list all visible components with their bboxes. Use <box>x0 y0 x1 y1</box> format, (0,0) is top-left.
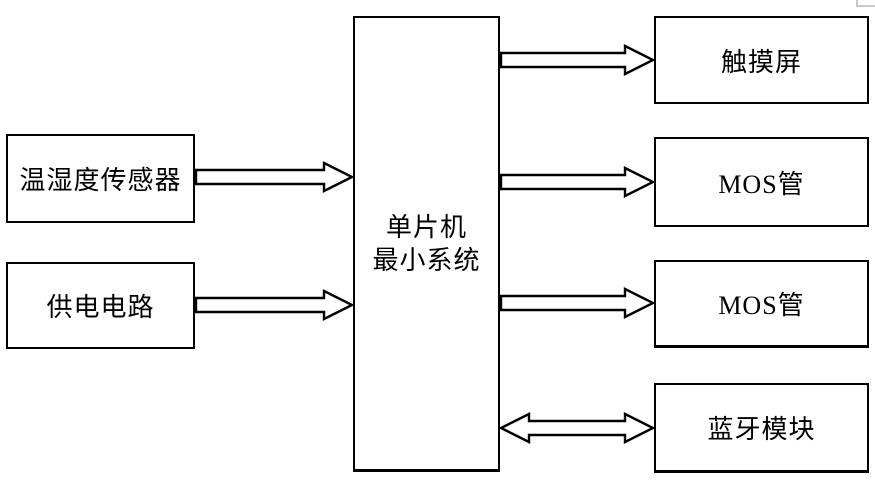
mcu-label-line-1: 单片机 <box>385 212 467 242</box>
node-mos-transistor-2: MOS管 <box>654 260 869 348</box>
node-mos-transistor-2-label: MOS管 <box>718 291 805 320</box>
arrow-mcu-to-touchscreen-icon <box>499 44 656 76</box>
arrow-power-to-mcu-icon <box>194 289 355 321</box>
node-power-supply-circuit-label: 供电电路 <box>46 293 155 322</box>
node-mcu-minimal-system-label: 单片机 最小系统 <box>372 211 480 277</box>
node-touchscreen-label: 触摸屏 <box>720 47 802 77</box>
node-bluetooth-module: 蓝牙模块 <box>654 383 869 473</box>
arrow-mcu-to-mos2-icon <box>499 287 656 319</box>
arrow-mcu-to-mos1-icon <box>499 166 656 198</box>
mcu-label-line-2: 最小系统 <box>372 245 481 275</box>
cropped-rectangle-artifact <box>856 0 875 7</box>
node-bluetooth-module-label: 蓝牙模块 <box>707 415 816 444</box>
arrow-sensor-to-mcu-icon <box>194 161 355 193</box>
node-mos-transistor-1: MOS管 <box>654 137 869 227</box>
node-touchscreen: 触摸屏 <box>654 16 869 104</box>
node-temp-humidity-sensor: 温湿度传感器 <box>6 134 195 223</box>
node-mos-transistor-1-label: MOS管 <box>718 169 805 199</box>
node-power-supply-circuit: 供电电路 <box>6 262 195 349</box>
node-mcu-minimal-system: 单片机 最小系统 <box>353 16 500 472</box>
node-temp-humidity-sensor-label: 温湿度传感器 <box>19 166 182 195</box>
arrow-mcu-bluetooth-bidirectional-icon <box>498 412 656 444</box>
